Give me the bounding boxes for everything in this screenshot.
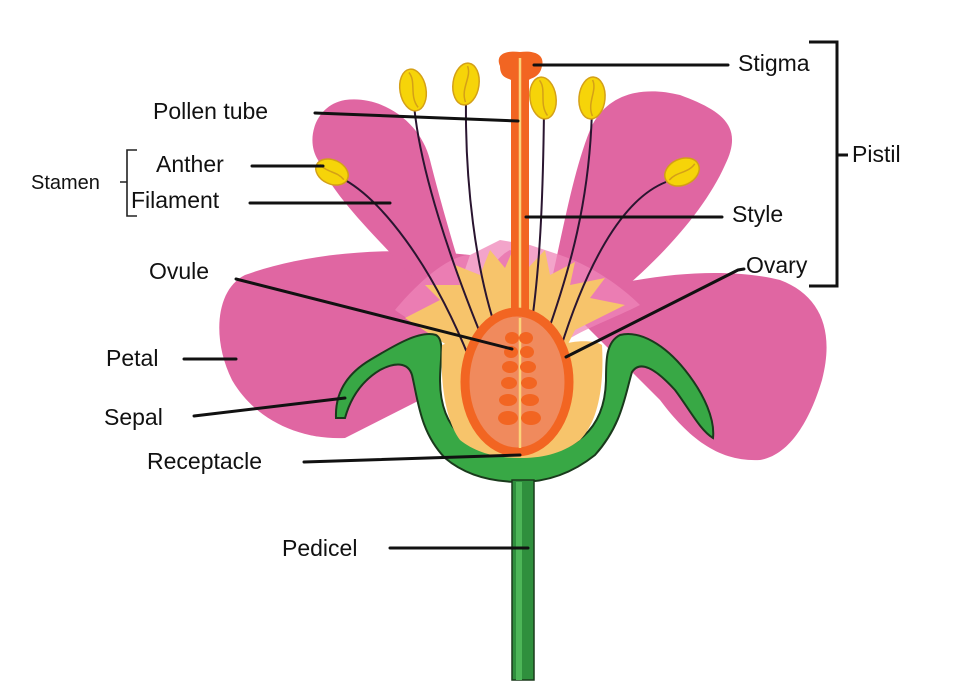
anther-3 xyxy=(452,62,480,106)
label-ovule: Ovule xyxy=(149,258,209,284)
label-pollen-tube: Pollen tube xyxy=(153,98,268,124)
ovule-11 xyxy=(498,411,518,425)
label-sepal: Sepal xyxy=(104,404,163,430)
ovary-wall xyxy=(460,307,574,457)
leader-lines xyxy=(182,63,746,550)
filament-5 xyxy=(544,107,593,341)
labels: Pollen tube Anther Filament Ovule Petal … xyxy=(31,50,901,561)
ovule-10 xyxy=(521,394,539,406)
label-stigma: Stigma xyxy=(738,50,810,76)
label-filament: Filament xyxy=(131,187,220,213)
filaments xyxy=(344,99,667,361)
filament-1 xyxy=(344,179,471,361)
ovule-2 xyxy=(519,332,533,344)
pedicel-stalk xyxy=(511,479,535,681)
ovule-6 xyxy=(520,361,536,373)
leader-ovary xyxy=(564,267,746,359)
anther-2 xyxy=(398,68,428,112)
leader-pollen-tube xyxy=(313,111,520,123)
label-pistil: Pistil xyxy=(852,141,901,167)
ovule-12 xyxy=(521,411,541,425)
anther-5 xyxy=(578,76,606,120)
ovule-9 xyxy=(499,394,517,406)
ovules xyxy=(498,332,541,425)
sepal-shape xyxy=(334,333,715,484)
anther-6 xyxy=(664,157,700,187)
pedicel-highlight xyxy=(516,482,522,680)
leader-ovule xyxy=(234,277,514,351)
label-stamen: Stamen xyxy=(31,172,100,194)
leader-sepal xyxy=(192,396,347,418)
filament-3 xyxy=(464,99,499,336)
ovule-5 xyxy=(502,361,518,373)
ovule-4 xyxy=(520,346,534,358)
pistil-bracket xyxy=(809,40,848,288)
ovary xyxy=(460,307,574,457)
label-anther: Anther xyxy=(156,151,224,177)
anther-4 xyxy=(529,76,557,120)
filament-4 xyxy=(529,109,545,336)
filament-6 xyxy=(559,181,667,351)
leader-receptacle xyxy=(302,453,522,464)
label-pedicel: Pedicel xyxy=(282,535,357,561)
ovule-8 xyxy=(521,377,537,389)
label-ovary: Ovary xyxy=(746,252,808,278)
stamen-bracket xyxy=(120,149,137,217)
label-receptacle: Receptacle xyxy=(147,448,262,474)
filament-2 xyxy=(413,104,486,346)
label-petal: Petal xyxy=(106,345,158,371)
label-style: Style xyxy=(732,201,783,227)
ovule-7 xyxy=(501,377,517,389)
petal-right-lower xyxy=(560,272,827,461)
ovule-1 xyxy=(505,332,519,344)
